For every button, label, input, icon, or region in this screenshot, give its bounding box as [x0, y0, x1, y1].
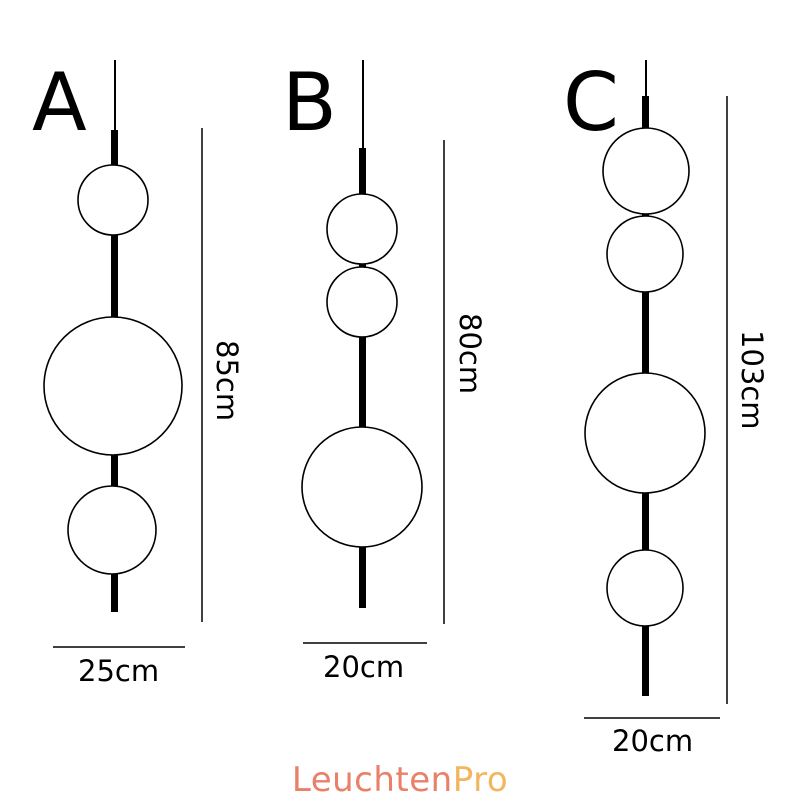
variant-c-letter: C [563, 56, 619, 149]
variant-b: B 80cm 20cm [282, 56, 487, 684]
variant-b-rod [359, 148, 366, 608]
variant-c-globe-second [606, 215, 684, 293]
variant-b-globe-second [326, 266, 398, 338]
variant-a: A 85cm 25cm [32, 56, 244, 688]
variant-c-height-label: 103cm [735, 330, 769, 430]
variant-b-width-label: 20cm [323, 650, 404, 684]
variant-a-height-label: 85cm [210, 340, 244, 421]
brand-watermark: LeuchtenPro [0, 760, 800, 800]
brand-watermark-leuchten: Leuchten [291, 760, 453, 800]
variant-a-globe-bottom [67, 485, 157, 575]
variant-c-globe-top [602, 127, 690, 215]
variant-b-globe-top [326, 193, 398, 265]
variant-c-globe-bottom [606, 549, 684, 627]
brand-watermark-pro: Pro [452, 760, 509, 800]
variant-a-width-label: 25cm [78, 654, 159, 688]
variant-b-letter: B [282, 56, 337, 149]
variant-a-globe-top [77, 164, 149, 236]
variant-b-globe-bottom [301, 426, 423, 548]
variant-c-width-label: 20cm [612, 724, 693, 758]
variant-a-globe-middle [43, 316, 183, 456]
variant-b-height-label: 80cm [453, 313, 487, 394]
variant-c: C 103cm 20cm [563, 56, 769, 758]
variant-a-letter: A [32, 56, 87, 149]
variant-c-globe-third [584, 372, 706, 494]
